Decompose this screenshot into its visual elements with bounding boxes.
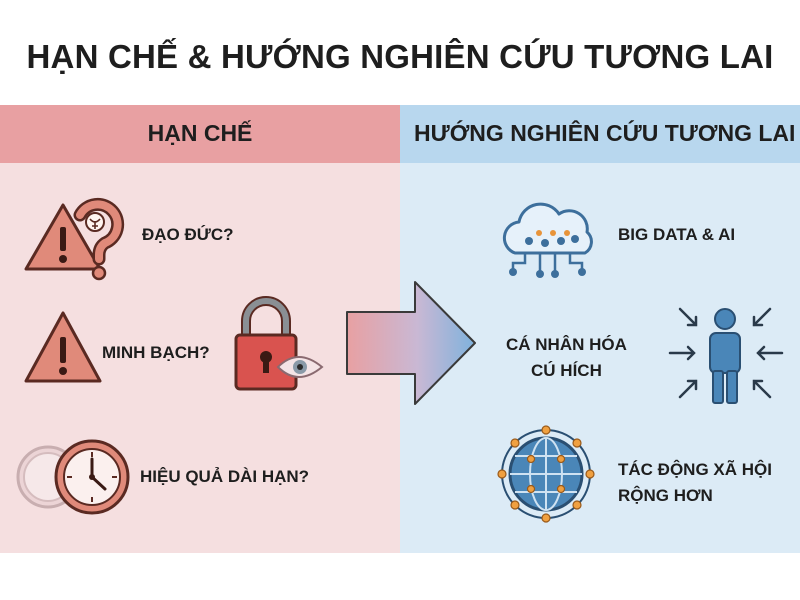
- lock-eye-icon: [234, 296, 324, 391]
- future-header-label: HƯỚNG NGHIÊN CỨU TƯƠNG LAI: [414, 120, 796, 146]
- future-header: HƯỚNG NGHIÊN CỨU TƯƠNG LAI: [400, 105, 800, 163]
- globe-network-icon: [497, 425, 595, 523]
- future-social-impact-line2: RỘNG HƠN: [618, 486, 713, 505]
- limitation-longterm-label: HIỆU QUẢ DÀI HẠN?: [140, 467, 310, 486]
- limitation-ethics-label: ĐẠO ĐỨC?: [142, 225, 234, 244]
- limitation-transparency-label: MINH BẠCH?: [102, 343, 210, 362]
- limitations-panel: HẠN CHẾ ĐẠO ĐỨC? MINH BẠCH?: [0, 105, 400, 553]
- future-personalization-line1: CÁ NHÂN HÓA: [506, 335, 627, 354]
- future-panel: HƯỚNG NGHIÊN CỨU TƯƠNG LAI BIG DATA & AI…: [400, 105, 800, 553]
- clock-icon: [16, 439, 130, 515]
- future-social-impact-label: TÁC ĐỘNG XÃ HỘI RỘNG HƠN: [618, 457, 772, 509]
- warning-question-icon: [24, 197, 125, 281]
- warning-icon: [24, 311, 102, 383]
- limitations-header-label: HẠN CHẾ: [147, 120, 253, 146]
- limitations-header: HẠN CHẾ: [0, 105, 400, 163]
- person-target-icon: [668, 307, 784, 404]
- future-personalization-label: CÁ NHÂN HÓA CÚ HÍCH: [506, 332, 627, 384]
- future-bigdata-label: BIG DATA & AI: [618, 225, 736, 244]
- future-social-impact-line1: TÁC ĐỘNG XÃ HỘI: [618, 460, 772, 479]
- page-title: HẠN CHẾ & HƯỚNG NGHIÊN CỨU TƯƠNG LAI: [26, 38, 774, 75]
- future-personalization-line2: CÚ HÍCH: [531, 361, 602, 380]
- cloud-network-icon: [502, 202, 593, 278]
- transition-arrow-icon: [346, 281, 476, 405]
